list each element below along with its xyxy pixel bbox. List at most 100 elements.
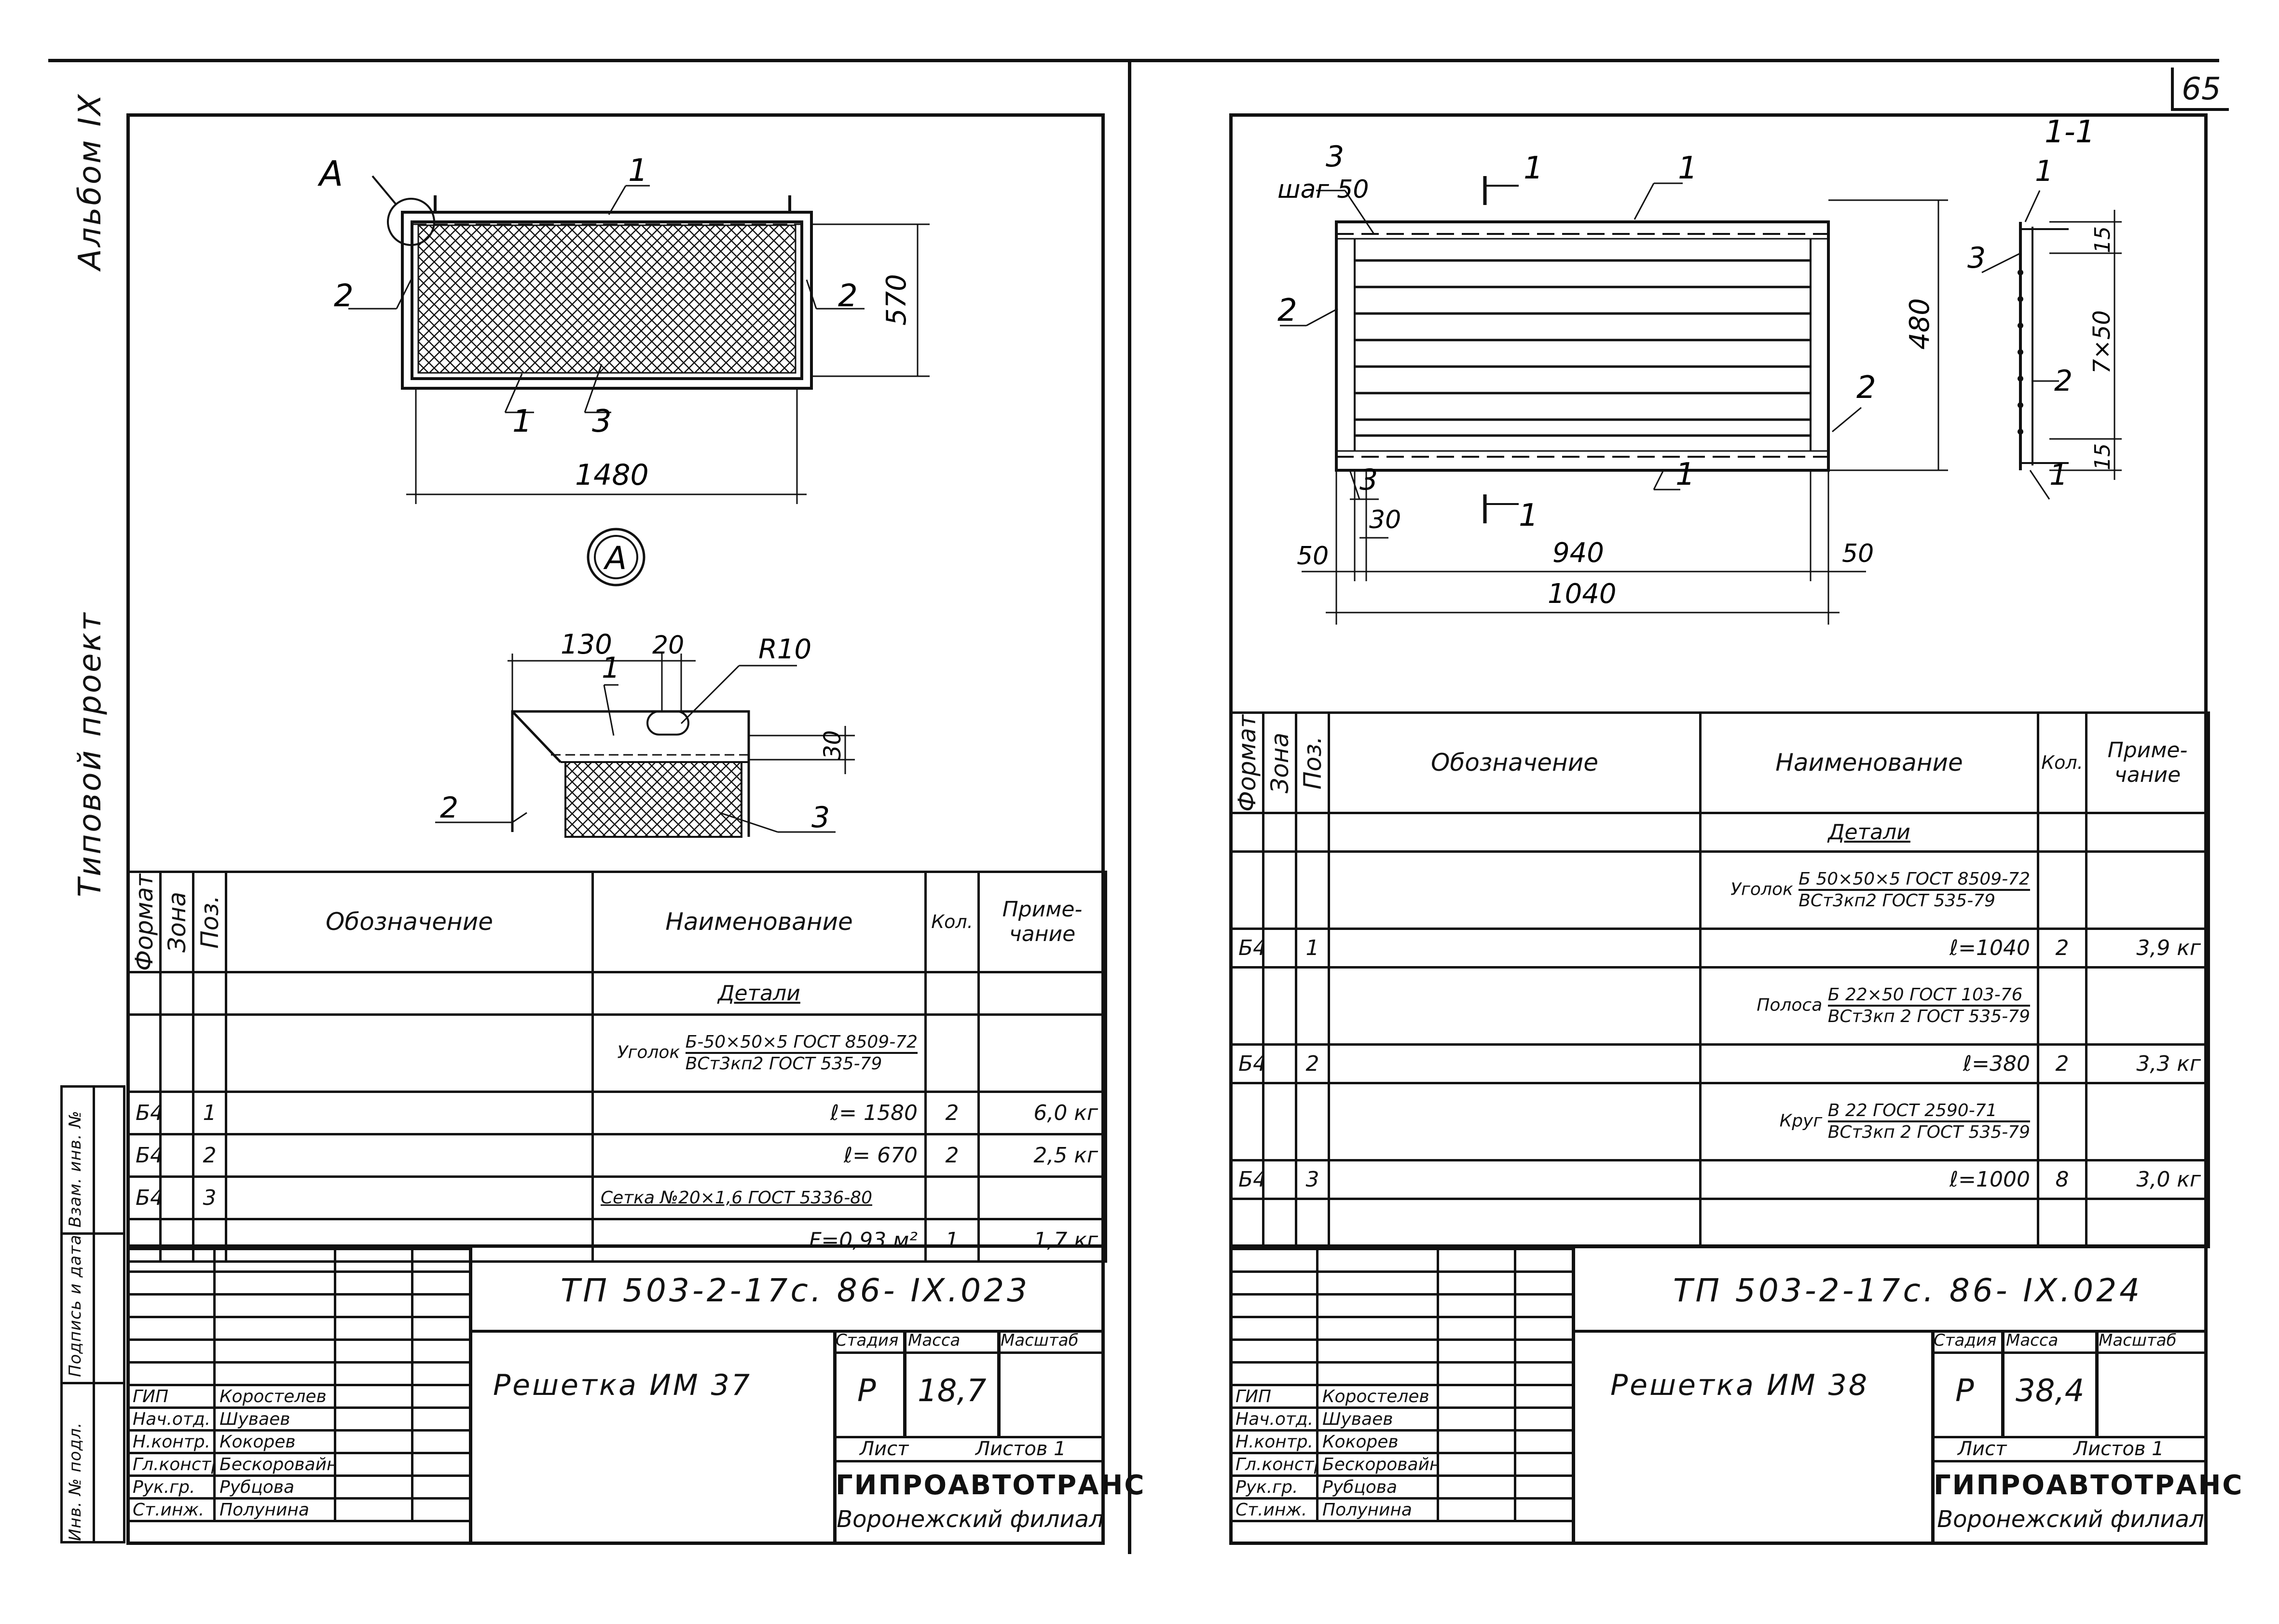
dim-50-left: 50 <box>1297 542 1329 571</box>
hdr-designation: Обозначение <box>225 871 594 973</box>
row-name: Сетка №20×1,6 ГОСТ 5336-80 <box>591 1175 927 1220</box>
row-qty: 2 <box>924 1133 980 1178</box>
section-pos-3: 3 <box>1967 241 1986 275</box>
section-pos-2: 2 <box>2054 364 2073 398</box>
right-drawing: 3 шаг 50 1 1 2 480 2 3 30 1 1 50 940 50 … <box>1277 114 2122 625</box>
row-qty: 8 <box>2037 1159 2087 1200</box>
row-format: Б4 <box>1229 1159 1264 1200</box>
side-stamp: Инв. № подл. Подпись и дата Взам. инв. № <box>60 1085 125 1543</box>
mass-value: 18,7 <box>918 1373 987 1409</box>
staff-row: Гл.констр.Бескоровайный <box>1229 1452 1574 1477</box>
side-label-project: Типовой проект <box>72 611 108 897</box>
row-length: ℓ=380 <box>1699 1043 2039 1084</box>
org-name: ГИПРОАВТОТРАНС <box>836 1470 1146 1501</box>
detail-callout-circle <box>387 198 435 246</box>
staff-row: Нач.отд.Шуваев <box>126 1406 471 1432</box>
row-pos: 2 <box>192 1133 227 1178</box>
mass-label: Масса <box>2006 1331 2059 1350</box>
hdr-zone: Зона <box>1263 712 1296 813</box>
pos-2-left: 2 <box>1277 293 1297 328</box>
row-note: 6,0 кг <box>977 1090 1107 1135</box>
pos-2-right: 2 <box>1856 370 1876 406</box>
angle-prefix: Уголок <box>617 1042 680 1063</box>
section-details: Детали <box>1828 819 1910 845</box>
hdr-format: Формат <box>127 872 161 972</box>
scale-label: Масштаб <box>2099 1331 2177 1350</box>
row-note: 1,7 кг <box>977 1217 1107 1263</box>
hdr-name: Наименование <box>591 871 927 973</box>
pos-1-bottom: 1 <box>1675 457 1695 492</box>
dim-R10: R10 <box>758 634 811 665</box>
row-note: 3,3 кг <box>2085 1043 2210 1084</box>
dim-30: 30 <box>819 730 846 760</box>
hdr-qty: Кол. <box>924 871 980 973</box>
row-note: 3,9 кг <box>2085 927 2210 969</box>
left-drawing: A 1 2 2 1 3 570 1480 A 130 20 R10 30 1 2… <box>317 153 930 838</box>
spec-row: Б4 3 Сетка №20×1,6 ГОСТ 5336-80 <box>126 1175 1107 1220</box>
center-fold-line <box>1128 59 1131 1554</box>
section-dim-15-top: 15 <box>2090 226 2115 253</box>
spec-row: Б4 2 ℓ= 670 2 2,5 кг <box>126 1133 1107 1178</box>
row-pos: 3 <box>1295 1159 1330 1200</box>
row-format: Б4 <box>126 1175 162 1220</box>
spec-row: Б4 1 ℓ=1040 2 3,9 кг <box>1229 927 2210 969</box>
dim-1040: 1040 <box>1548 578 1617 610</box>
hdr-format: Формат <box>1230 712 1263 813</box>
pos-3-bottom: 3 <box>1359 463 1378 497</box>
section-mark-top: 1 <box>1524 150 1543 186</box>
step-label: шаг 50 <box>1277 175 1369 204</box>
stamp-inv-no: Инв. № подл. <box>66 1422 85 1541</box>
row-pos: 1 <box>1295 927 1330 969</box>
section-pos-1-bottom: 1 <box>2049 458 2068 492</box>
item-steel: ВСт3кп 2 ГОСТ 535-79 <box>1827 1007 2030 1027</box>
dim-height-570: 570 <box>881 274 912 326</box>
spec-row: Б4 1 ℓ= 1580 2 6,0 кг <box>126 1090 1107 1135</box>
pos-1-label: 1 <box>628 153 648 189</box>
detail-pos-3: 3 <box>811 801 830 834</box>
hdr-pos: Поз. <box>193 872 226 972</box>
staff-row: Н.контр.Кокорев <box>126 1429 471 1454</box>
dim-940: 940 <box>1552 537 1604 569</box>
row-pos: 2 <box>1295 1043 1330 1084</box>
row-format: Б4 <box>126 1133 162 1178</box>
hdr-designation: Обозначение <box>1328 711 1702 814</box>
staff-row: Рук.гр.Рубцова <box>126 1474 471 1500</box>
pos-1-bottom-label: 1 <box>512 404 532 439</box>
hdr-zone: Зона <box>160 872 193 972</box>
hdr-qty: Кол. <box>2037 711 2087 814</box>
row-pos: 1 <box>192 1090 227 1135</box>
section-pos-1-top: 1 <box>2035 154 2053 188</box>
detail-pos-2: 2 <box>440 791 458 825</box>
page-number-box: 65 <box>2171 68 2229 111</box>
row-length: ℓ=1000 <box>1699 1159 2039 1200</box>
org-branch: Воронежский филиал <box>837 1506 1104 1533</box>
row-name: ℓ= 1580 <box>591 1090 927 1135</box>
pos-1-top: 1 <box>1678 150 1698 186</box>
right-spec-table: Формат Зона Поз. Обозначение Наименовани… <box>1229 711 2210 1248</box>
dim-130: 130 <box>561 629 612 660</box>
hdr-note: Приме-чание <box>977 871 1107 973</box>
staff-row: Н.контр.Кокорев <box>1229 1429 1574 1454</box>
org-name: ГИПРОАВТОТРАНС <box>1934 1470 2244 1501</box>
hdr-note: Приме-чание <box>2085 711 2210 814</box>
item-profile: Б 22×50 ГОСТ 103-76 <box>1827 985 2030 1007</box>
row-length: ℓ=1040 <box>1699 927 2039 969</box>
drawing-title: Решетка ИМ 38 <box>1610 1368 1869 1402</box>
item-profile: Б 50×50×5 ГОСТ 8509-72 <box>1798 869 2030 891</box>
hdr-pos: Поз. <box>1296 712 1329 813</box>
row-note: 3,0 кг <box>2085 1159 2210 1200</box>
stage-label: Стадия <box>836 1331 899 1350</box>
hdr-name: Наименование <box>1699 711 2039 814</box>
sheet-label: Лист <box>1958 1438 2007 1460</box>
left-sheet-frame <box>126 113 1105 1545</box>
row-qty <box>924 1175 980 1220</box>
angle-profile: Б-50×50×5 ГОСТ 8509-72 <box>685 1032 918 1054</box>
page-number: 65 <box>2182 71 2221 107</box>
item-steel: ВСт3кп 2 ГОСТ 535-79 <box>1827 1122 2030 1143</box>
row-qty: 2 <box>924 1090 980 1135</box>
